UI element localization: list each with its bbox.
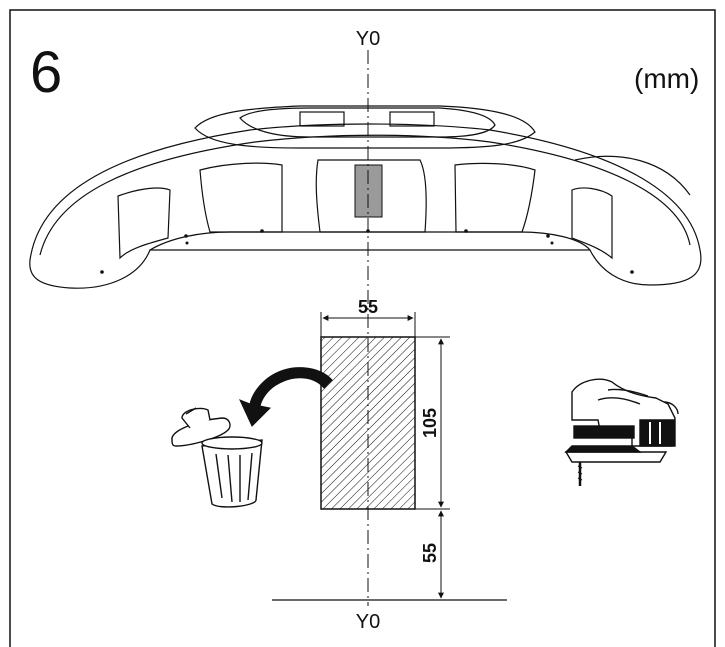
width-dimension-label: 55 [358,297,378,317]
height-dimension-label: 105 [420,408,440,438]
frame-border [9,9,716,647]
cutout-area [320,336,416,510]
step-number: 6 [30,40,62,105]
mounting-points [100,229,634,274]
height-dimension [415,336,450,510]
bumper-diffuser-icon [29,105,702,289]
discard-arrow-icon [239,367,333,427]
offset-dimension-label: 55 [420,543,440,563]
trash-bin-icon [171,407,263,508]
units-label: (mm) [634,63,699,94]
jigsaw-tool-icon [564,378,679,486]
width-dimension [320,312,416,337]
axis-top-label: Y0 [356,28,380,50]
axis-bottom-label: Y0 [356,611,380,633]
